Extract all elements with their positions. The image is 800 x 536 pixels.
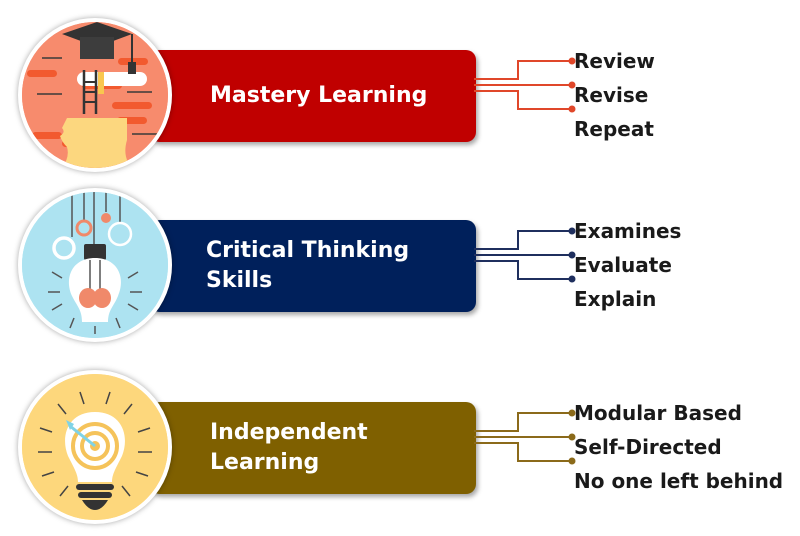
row-independent-learning: Independent Learning <box>0 362 800 532</box>
graduation-head-icon <box>18 18 172 172</box>
mastery-learning-banner: Mastery Learning <box>150 50 476 142</box>
critical-thinking-title-line1: Critical Thinking <box>206 238 410 263</box>
list-item: Modular Based <box>574 401 742 425</box>
lightbulb-target-icon <box>18 370 172 524</box>
list-item: Review <box>574 49 655 73</box>
independent-learning-title-line1: Independent <box>210 420 368 445</box>
mastery-learning-title: Mastery Learning <box>210 83 428 108</box>
independent-learning-banner: Independent Learning <box>150 402 476 494</box>
independent-learning-title: Independent Learning <box>210 402 368 494</box>
list-item: Self-Directed <box>574 435 722 459</box>
list-item: Repeat <box>574 117 654 141</box>
lightbulb-brain-icon <box>18 188 172 342</box>
list-item: Examines <box>574 219 682 243</box>
list-item: Revise <box>574 83 649 107</box>
critical-connector-lines <box>474 227 576 283</box>
independent-connector-lines <box>474 409 576 465</box>
list-item: Evaluate <box>574 253 672 277</box>
list-item: Explain <box>574 287 657 311</box>
mastery-connector-lines <box>474 57 576 113</box>
critical-thinking-title: Critical Thinking Skills <box>206 220 409 312</box>
row-mastery-learning: Mastery Learning <box>0 10 800 180</box>
row-critical-thinking: Critical Thinking Skills <box>0 180 800 350</box>
independent-learning-title-line2: Learning <box>210 450 320 475</box>
list-item: No one left behind <box>574 469 784 493</box>
critical-thinking-banner: Critical Thinking Skills <box>150 220 476 312</box>
critical-thinking-title-line2: Skills <box>206 268 273 293</box>
